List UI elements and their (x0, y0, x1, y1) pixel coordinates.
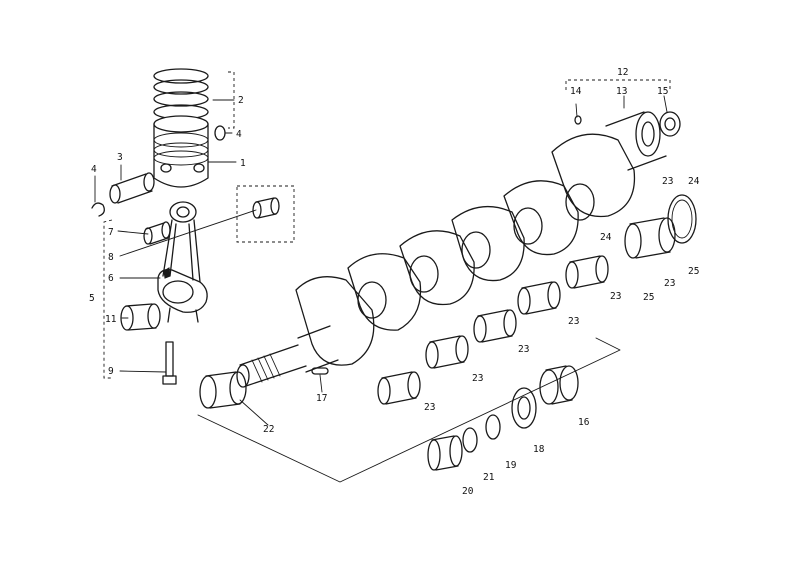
piston-rings (153, 68, 209, 120)
detail-box (236, 185, 295, 243)
main-bearing (425, 335, 469, 369)
callout-14: 14 (570, 86, 582, 97)
main-bearing-rear (624, 217, 676, 259)
connecting-rod-bolt (162, 341, 177, 385)
callout-5: 5 (89, 293, 95, 304)
connecting-rod (157, 201, 208, 323)
callout-25-left: 25 (643, 292, 654, 303)
crankshaft-gear (511, 387, 537, 429)
callout-8: 8 (108, 252, 114, 263)
piston-pin-clip-left (91, 202, 105, 217)
callout-23-c: 23 (518, 344, 529, 355)
callout-13: 13 (616, 86, 627, 97)
front-group-bracket (197, 337, 621, 483)
piston-pin-clip-right (214, 125, 226, 141)
front-seal (427, 435, 463, 471)
callout-23-b: 23 (568, 316, 579, 327)
callout-6: 6 (108, 273, 114, 284)
piston (153, 115, 209, 188)
rod-assembly-bracket (103, 219, 113, 379)
callout-16: 16 (578, 417, 590, 428)
main-bearing (473, 309, 517, 343)
crankshaft-dowel (574, 115, 582, 125)
callout-20: 20 (462, 486, 474, 497)
callout-23-a: 23 (610, 291, 621, 302)
front-bearing (199, 371, 247, 409)
callout-15: 15 (657, 86, 668, 97)
callout-4-left: 4 (91, 164, 97, 175)
callout-19: 19 (505, 460, 517, 471)
callout-9: 9 (108, 366, 114, 377)
crankshaft-key (311, 367, 329, 375)
callout-23-rear: 23 (664, 278, 675, 289)
main-bearing (565, 255, 609, 289)
spacer-ring (462, 414, 501, 453)
callout-25-right: 25 (688, 266, 699, 277)
callout-22: 22 (263, 424, 274, 435)
callout-7: 7 (108, 227, 114, 238)
small-end-bushing (143, 221, 171, 245)
callout-2: 2 (238, 95, 244, 106)
callout-17: 17 (316, 393, 327, 404)
callout-23-top: 23 (662, 176, 673, 187)
pilot-bearing (659, 111, 681, 137)
rear-seal-ring (667, 194, 697, 244)
leader-lines (94, 95, 668, 426)
callout-3: 3 (117, 152, 123, 163)
ring-bracket (228, 71, 235, 129)
callout-23-d: 23 (472, 373, 483, 384)
callout-18: 18 (533, 444, 545, 455)
piston-pin (109, 172, 155, 204)
callout-12: 12 (617, 67, 628, 78)
bracket-12 (565, 79, 671, 90)
detail-bushing (252, 197, 280, 219)
big-end-bearing (120, 303, 161, 331)
callout-1: 1 (240, 158, 246, 169)
main-bearing (377, 371, 421, 405)
callout-21: 21 (483, 472, 495, 483)
callout-24-left: 24 (600, 232, 612, 243)
timing-gear (539, 365, 579, 405)
callout-24-top: 24 (688, 176, 700, 187)
main-bearings (377, 217, 676, 405)
main-bearing (517, 281, 561, 315)
crankshaft (236, 111, 667, 388)
callout-4-right: 4 (236, 129, 242, 140)
callout-23-e: 23 (424, 402, 435, 413)
callout-11: 11 (105, 314, 117, 325)
